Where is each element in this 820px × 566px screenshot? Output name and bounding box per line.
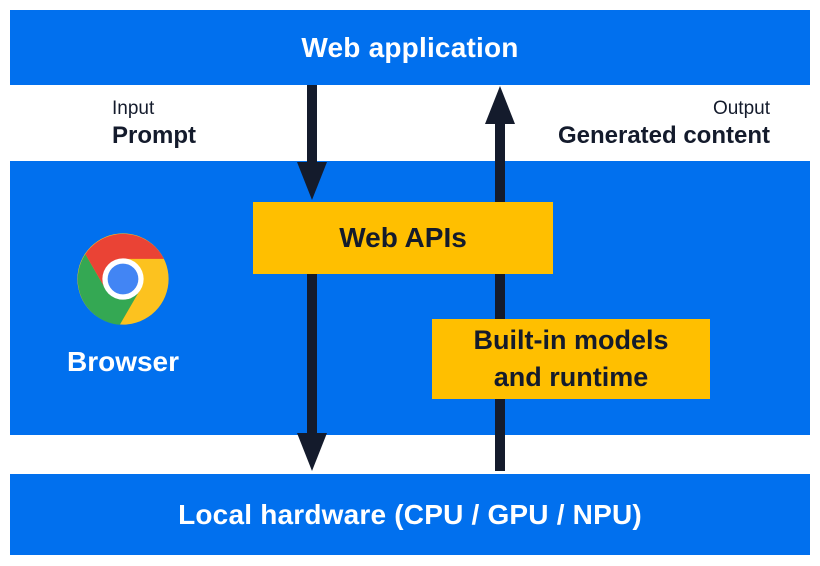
- input-arrowhead-lower: [297, 433, 327, 471]
- generated-content-label: Generated content: [557, 122, 770, 149]
- builtin-models-label-line1: Built-in models: [473, 325, 669, 355]
- chrome-blue-center: [107, 263, 139, 295]
- builtin-models-box: Built-in models and runtime: [432, 319, 710, 399]
- output-arrowhead: [485, 86, 515, 124]
- local-hardware-band: Local hardware (CPU / GPU / NPU): [10, 474, 810, 555]
- input-caption: Input: [112, 98, 155, 119]
- input-flow-label: Input Prompt: [112, 97, 196, 149]
- web-apis-box: Web APIs: [253, 202, 553, 274]
- web-application-band: Web application: [10, 10, 810, 85]
- output-arrow-line: [495, 123, 505, 471]
- input-arrowhead-upper: [297, 162, 327, 200]
- input-arrow-line-lower: [307, 274, 317, 434]
- local-hardware-label: Local hardware (CPU / GPU / NPU): [178, 498, 642, 530]
- output-caption: Output: [712, 98, 770, 119]
- prompt-label: Prompt: [112, 122, 196, 149]
- input-arrow-line-upper: [307, 85, 317, 165]
- web-application-label: Web application: [301, 31, 519, 63]
- web-apis-label: Web APIs: [339, 222, 467, 253]
- output-flow-label: Output Generated content: [558, 97, 770, 149]
- builtin-models-label-line2: and runtime: [493, 362, 649, 392]
- browser-label: Browser: [66, 346, 180, 377]
- chrome-icon: [75, 231, 171, 327]
